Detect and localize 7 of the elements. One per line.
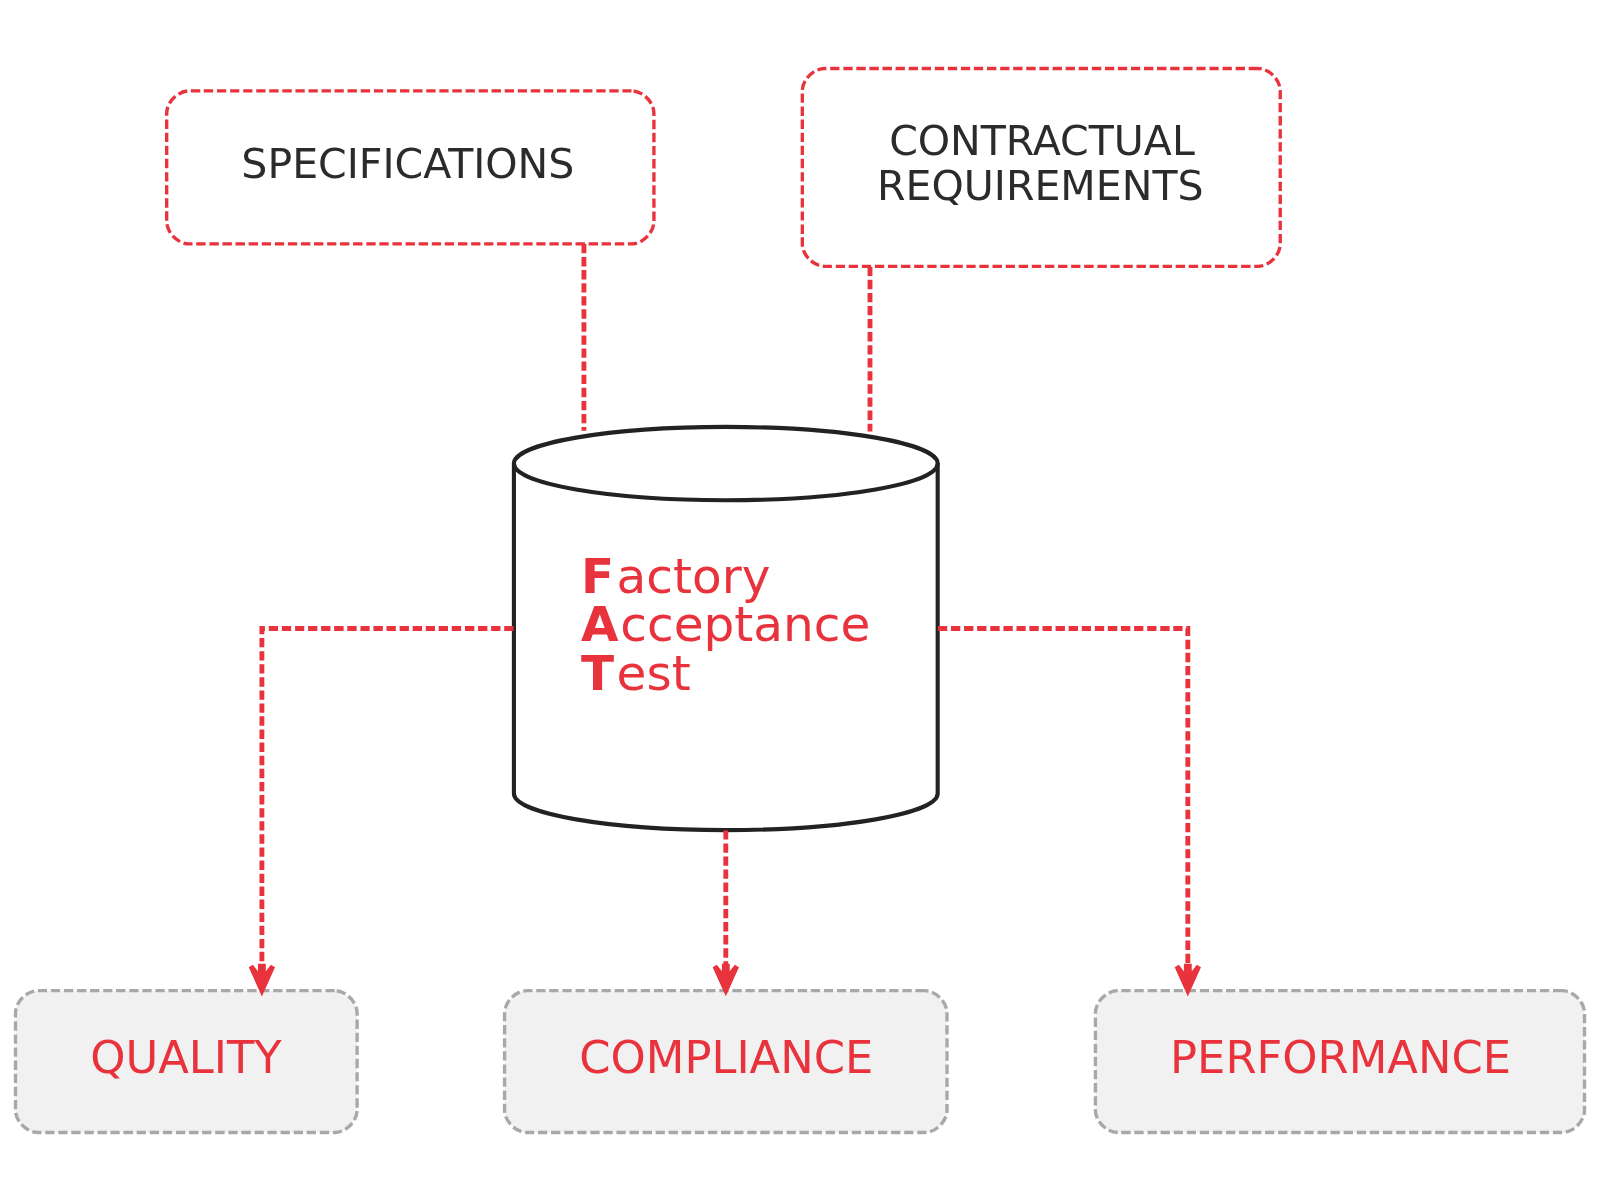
node-box: PERFORMANCE (1093, 988, 1587, 1134)
node-box: COMPLIANCE (502, 988, 949, 1134)
node-box: QUALITY (13, 988, 359, 1134)
node-box: CONTRACTUAL REQUIREMENTS (800, 66, 1282, 268)
node-box: SPECIFICATIONS (165, 88, 656, 246)
connector (581, 243, 587, 431)
connector (867, 266, 873, 432)
